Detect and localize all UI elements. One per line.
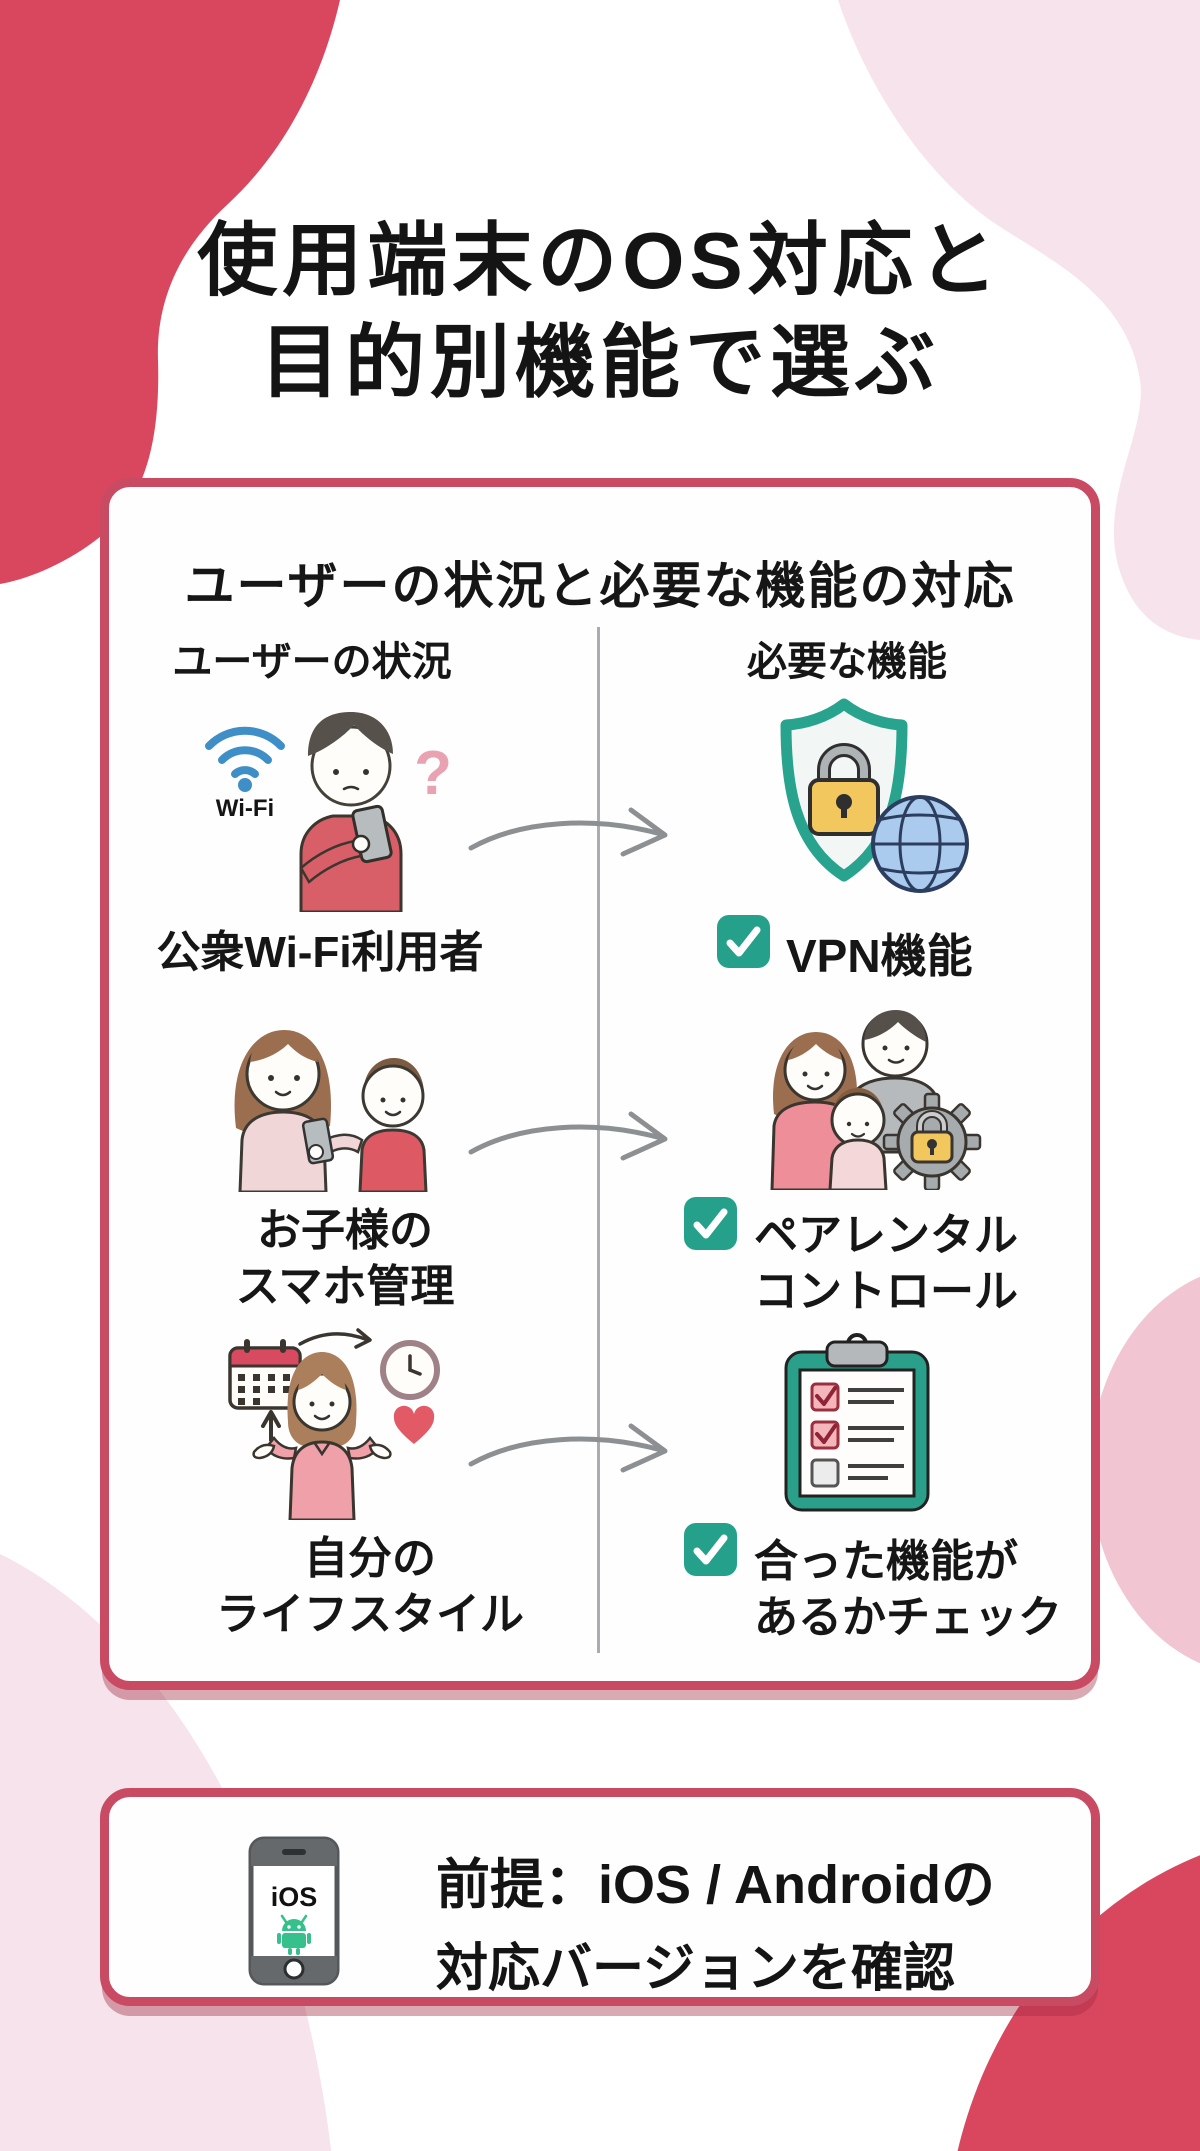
checkbox-icon xyxy=(684,1523,737,1576)
woman-figure xyxy=(252,1352,392,1520)
heart-icon xyxy=(393,1405,435,1444)
up-arrow-icon xyxy=(261,1410,281,1442)
checklist-row-checked xyxy=(810,1420,904,1450)
right-pink-blob xyxy=(1090,1276,1200,1664)
checklist-row-unchecked xyxy=(810,1458,904,1488)
premise-line2: 対応バージョンを確認 xyxy=(436,1940,955,1998)
globe-icon xyxy=(871,795,969,893)
family-gear-lock-illustration xyxy=(770,1010,982,1190)
premise-line1: 前提：iOS / Androidの xyxy=(436,1855,995,1915)
flow-arrow-icon xyxy=(468,807,668,857)
flow-arrow-icon xyxy=(468,1111,668,1161)
column-header-situation: ユーザーの状況 xyxy=(172,640,452,684)
smartphone-ios-android-icon: iOS xyxy=(248,1836,340,1986)
page-title-line1: 使用端末のOS対応と xyxy=(197,216,1003,305)
mapping-card-title: ユーザーの状況と必要な機能の対応 xyxy=(184,558,1016,614)
parent-child-smartphone-illustration xyxy=(234,1030,428,1192)
android-icon xyxy=(277,1914,311,1955)
checkbox-icon xyxy=(684,1197,737,1250)
flow-arrow-icon xyxy=(468,1423,668,1473)
padlock-icon xyxy=(808,743,880,836)
situation-label-2a: お子様の xyxy=(257,1206,433,1255)
top-right-blob xyxy=(838,0,1200,640)
worried-person-figure xyxy=(299,712,403,912)
home-button xyxy=(283,1958,305,1980)
top-left-blob xyxy=(0,0,340,584)
clipboard-checklist-illustration xyxy=(784,1333,930,1512)
page-title-line2: 目的別機能で選ぶ xyxy=(260,318,940,407)
page-title: 使用端末のOS対応と 目的別機能で選ぶ xyxy=(0,210,1200,414)
situation-label-3a: 自分の xyxy=(304,1534,436,1583)
ios-label: iOS xyxy=(271,1882,318,1912)
column-header-feature: 必要な機能 xyxy=(747,640,947,684)
curved-arrow-icon xyxy=(298,1328,372,1349)
check-icon xyxy=(693,1534,728,1565)
padlock-icon xyxy=(910,1110,954,1164)
check-icon xyxy=(693,1208,728,1239)
wifi-icon: Wi-Fi xyxy=(205,726,285,822)
shield-lock-globe-illustration xyxy=(780,698,969,893)
calendar-icon xyxy=(228,1339,302,1410)
column-divider xyxy=(597,627,600,1653)
gear-icon xyxy=(882,1092,982,1190)
feature-label-3b: あるかチェック xyxy=(754,1593,1062,1642)
checklist-row-checked xyxy=(810,1382,904,1412)
feature-label-2a: ペアレンタル xyxy=(754,1211,1018,1260)
feature-label-1: VPN機能 xyxy=(786,930,973,982)
woman-lifestyle-illustration xyxy=(228,1328,440,1520)
public-wifi-user-illustration: Wi-Fi ? xyxy=(205,712,452,912)
situation-label-2b: スマホ管理 xyxy=(235,1262,455,1311)
feature-label-2b: コントロール xyxy=(754,1267,1018,1316)
checkbox-icon xyxy=(717,915,770,968)
situation-label-1: 公衆Wi-Fi利用者 xyxy=(156,928,484,977)
question-mark: ? xyxy=(414,739,452,808)
check-icon xyxy=(726,926,761,957)
wifi-label: Wi-Fi xyxy=(216,795,274,822)
feature-label-3a: 合った機能が xyxy=(754,1537,1018,1586)
situation-label-3b: ライフスタイル xyxy=(216,1590,524,1639)
clock-icon xyxy=(380,1340,440,1400)
